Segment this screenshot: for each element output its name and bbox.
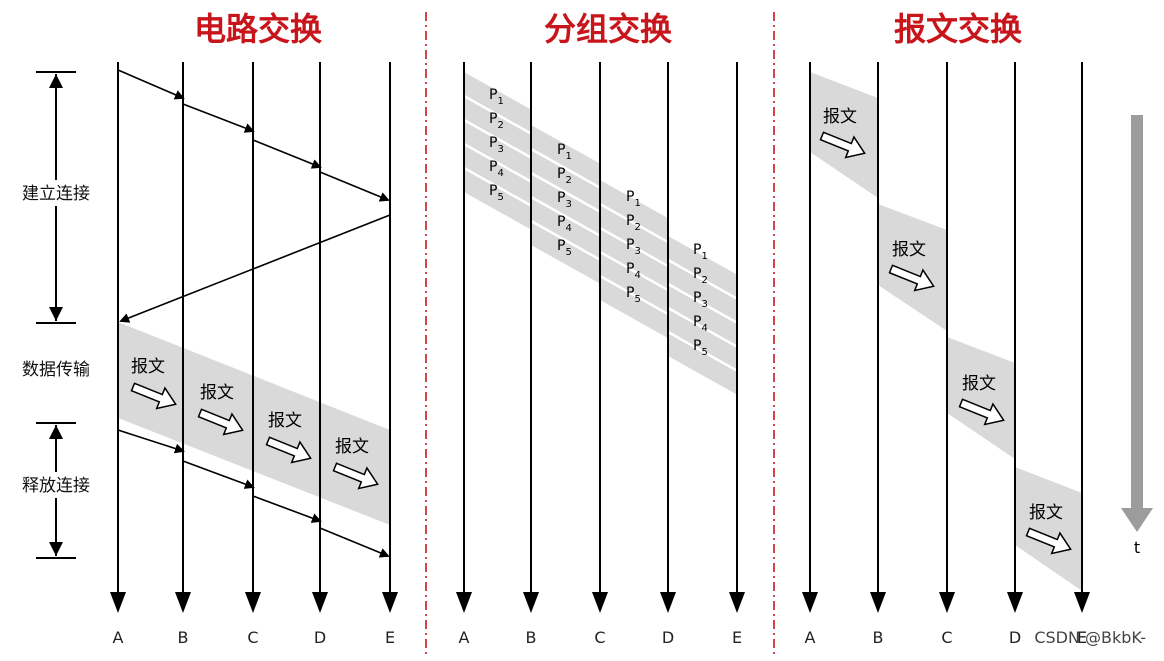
circuit-node-label-d: D bbox=[314, 628, 326, 647]
circuit-message-3: 报文 bbox=[265, 411, 312, 464]
hollow-arrow-icon bbox=[265, 436, 312, 464]
phase-label-release: 释放连接 bbox=[22, 476, 90, 496]
message-label: 报文 bbox=[892, 240, 926, 260]
packet-node-line-a bbox=[456, 62, 472, 613]
setup-arrows bbox=[117, 69, 391, 323]
message-band-segment-1 bbox=[810, 72, 878, 198]
circuit-message-2: 报文 bbox=[197, 383, 244, 436]
circuit-node-label-b: B bbox=[178, 628, 189, 647]
message-band-segment-2 bbox=[878, 204, 947, 331]
packet-label: P2 bbox=[693, 266, 708, 286]
time-axis-label: t bbox=[1134, 538, 1140, 557]
message-node-line-c bbox=[939, 62, 955, 613]
message-node-label-e: E bbox=[1077, 628, 1087, 647]
packet-label: P4 bbox=[626, 261, 641, 281]
packet-node-label-c: C bbox=[594, 628, 605, 647]
hollow-arrow-icon bbox=[197, 408, 244, 436]
packet-node-label-a: A bbox=[459, 628, 470, 647]
hollow-arrow-icon bbox=[1025, 527, 1072, 555]
hollow-arrow-icon bbox=[819, 131, 866, 159]
circuit-node-label-e: E bbox=[385, 628, 395, 647]
message-node-label-b: B bbox=[873, 628, 884, 647]
packet-label: P1 bbox=[693, 242, 708, 262]
message-band-segment-4 bbox=[1015, 467, 1082, 591]
time-arrow bbox=[1121, 115, 1153, 532]
circuit-node-line-d bbox=[312, 62, 328, 613]
packet-label: P1 bbox=[626, 189, 641, 209]
packet-band-segment-4 bbox=[667, 236, 738, 395]
message-node-line-b bbox=[870, 62, 886, 613]
packet-label: P5 bbox=[626, 285, 641, 305]
packet-label: P3 bbox=[626, 237, 641, 257]
circuit-node-label-c: C bbox=[247, 628, 258, 647]
packet-node-label-b: B bbox=[526, 628, 537, 647]
packet-label: P5 bbox=[489, 183, 504, 203]
message-switching-message-3: 报文 bbox=[958, 374, 1005, 426]
circuit-node-label-a: A bbox=[113, 628, 124, 647]
message-band-segment-3 bbox=[947, 337, 1015, 459]
message-switching-message-4: 报文 bbox=[1025, 503, 1072, 555]
circuit-message-4: 报文 bbox=[332, 437, 379, 490]
packet-node-line-e bbox=[729, 62, 745, 613]
circuit-node-line-c bbox=[245, 62, 261, 613]
packet-band-segment-2 bbox=[530, 125, 601, 284]
message-label: 报文 bbox=[268, 411, 302, 431]
packet-label: P3 bbox=[693, 290, 708, 310]
circuit-message-1: 报文 bbox=[130, 357, 177, 410]
packet-label: P2 bbox=[489, 111, 504, 131]
phase-label-establish: 建立连接 bbox=[22, 184, 90, 204]
message-node-line-d bbox=[1007, 62, 1023, 613]
message-switching-message-2: 报文 bbox=[888, 240, 935, 292]
packet-label: P3 bbox=[557, 190, 572, 210]
packet-band-segment-1 bbox=[463, 72, 532, 230]
title-packet-switching: 分组交换 bbox=[544, 10, 672, 48]
message-label: 报文 bbox=[823, 107, 857, 127]
message-label: 报文 bbox=[1029, 503, 1063, 523]
packet-node-line-c bbox=[592, 62, 608, 613]
message-label: 报文 bbox=[335, 437, 369, 457]
packet-node-label-d: D bbox=[662, 628, 674, 647]
packet-label: P1 bbox=[557, 142, 572, 162]
packet-label: P5 bbox=[557, 238, 572, 258]
message-node-line-a bbox=[802, 62, 818, 613]
message-node-label-c: C bbox=[941, 628, 952, 647]
message-node-line-e bbox=[1074, 62, 1090, 613]
watermark: CSDN @BkbK- bbox=[1034, 628, 1146, 647]
phase-label-transfer: 数据传输 bbox=[22, 360, 90, 380]
message-label: 报文 bbox=[962, 374, 996, 394]
hollow-arrow-icon bbox=[958, 398, 1005, 426]
packet-label: P4 bbox=[489, 159, 504, 179]
packet-label: P4 bbox=[693, 314, 708, 334]
packet-node-line-b bbox=[523, 62, 539, 613]
message-switching-message-1: 报文 bbox=[819, 107, 866, 159]
packet-label: P3 bbox=[489, 135, 504, 155]
title-message-switching: 报文交换 bbox=[894, 10, 1022, 48]
message-node-label-d: D bbox=[1009, 628, 1021, 647]
packet-node-label-e: E bbox=[732, 628, 742, 647]
hollow-arrow-icon bbox=[130, 382, 177, 410]
circuit-node-line-e bbox=[382, 62, 398, 613]
message-node-label-a: A bbox=[805, 628, 816, 647]
packet-band-segment-3 bbox=[599, 180, 669, 339]
packet-label: P2 bbox=[626, 213, 641, 233]
packet-label: P5 bbox=[693, 338, 708, 358]
packet-label: P4 bbox=[557, 214, 572, 234]
packet-node-line-d bbox=[660, 62, 676, 613]
message-label: 报文 bbox=[200, 383, 234, 403]
packet-label: P2 bbox=[557, 166, 572, 186]
hollow-arrow-icon bbox=[332, 462, 379, 490]
circuit-node-line-b bbox=[175, 62, 191, 613]
message-label: 报文 bbox=[131, 357, 165, 377]
packet-label: P1 bbox=[489, 87, 504, 107]
hollow-arrow-icon bbox=[888, 264, 935, 292]
release-arrows bbox=[117, 429, 390, 558]
circuit-node-line-a bbox=[110, 62, 126, 613]
title-circuit-switching: 电路交换 bbox=[194, 10, 322, 48]
